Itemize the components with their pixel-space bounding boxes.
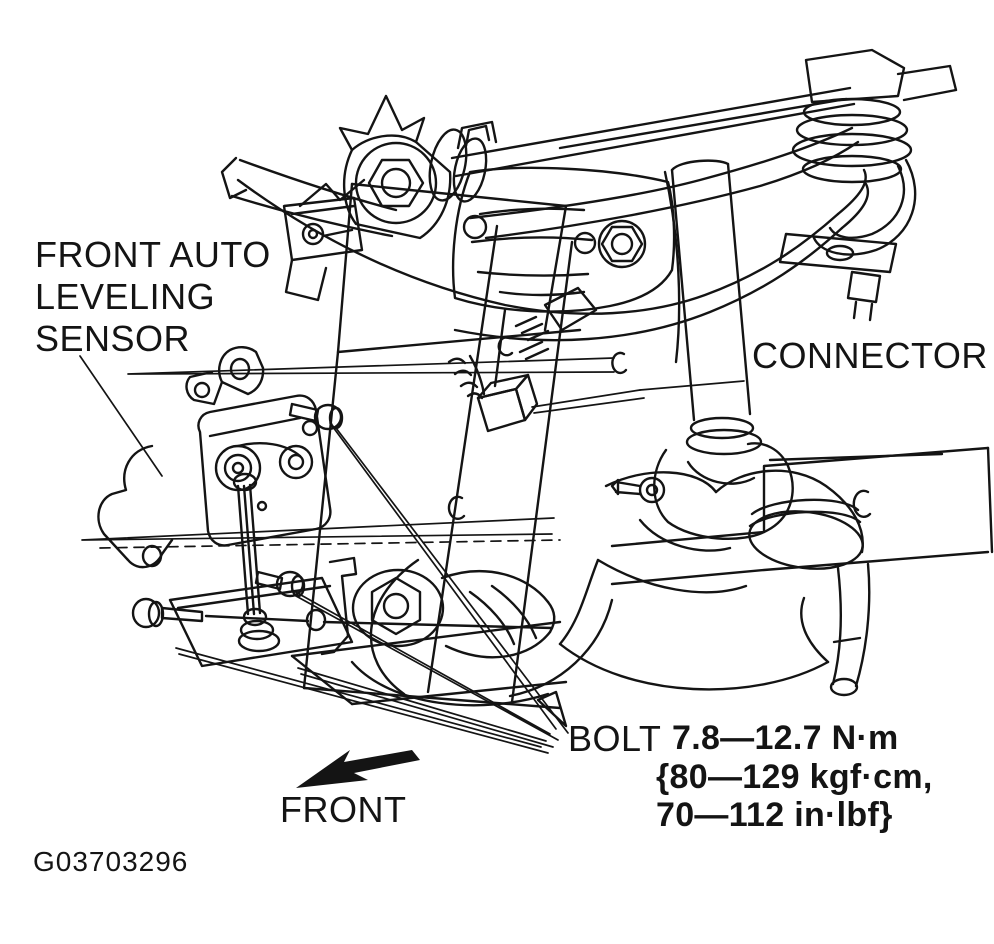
- pivot-bolt-icon: [354, 141, 438, 225]
- frame-hole-icon: [611, 351, 628, 375]
- front-arrow-icon: [296, 750, 420, 788]
- bolt-icon-middle: [254, 570, 306, 598]
- front-label: FRONT: [280, 789, 406, 830]
- bolt-leader-bracket: [297, 667, 554, 748]
- harness-clamp-icon: [543, 286, 598, 332]
- steering-knuckle-and-tie-rod: [558, 469, 871, 697]
- connector-leader-line: [639, 380, 745, 391]
- bolt-leader-lower: [175, 647, 549, 754]
- lower-arm-bushing: [350, 558, 614, 707]
- upper-control-arm: [338, 86, 860, 240]
- tie-rod-stud: [831, 566, 842, 686]
- bolt-leader-upper: [329, 422, 569, 734]
- sensor-label: FRONT AUTO LEVELING SENSOR: [35, 234, 271, 359]
- frame-hole-icon: [447, 495, 466, 521]
- sensor-lower-bracket: [168, 576, 354, 668]
- torque-spec-line3: 70—112 in·lbf}: [656, 796, 893, 834]
- harness-connector-box: [447, 315, 550, 433]
- sensor-label-line3: SENSOR: [35, 318, 190, 359]
- shock-absorber: [610, 159, 794, 540]
- figure-code: G03703296: [33, 846, 188, 877]
- bolt-icon-lower: [131, 597, 554, 630]
- sensor-lower-pointer: [81, 517, 555, 541]
- torque-spec-line2: {80—129 kgf·cm,: [656, 758, 933, 796]
- sensor-label-line2: LEVELING: [35, 276, 215, 317]
- torque-spec: 7.8—12.7 N·m {80—129 kgf·cm, 70—112 in·l…: [656, 719, 933, 834]
- bolt-arrowhead-icon: [536, 690, 568, 728]
- bolt-leader-middle: [291, 589, 559, 741]
- sensor-pivot-icon: [214, 444, 262, 492]
- upper-mount-assembly: [778, 48, 958, 322]
- engine-bracket-detail: [282, 166, 681, 364]
- front-direction-indicator: FRONT: [280, 750, 420, 830]
- mounting-bolts: [131, 402, 554, 630]
- harness-clip-icon: [497, 336, 514, 357]
- sensor-body: [197, 394, 332, 547]
- sensor-upper-pointer: [127, 357, 615, 375]
- frame-hole-icon: [852, 489, 872, 518]
- mount-bolt-icon: [638, 476, 666, 504]
- sensor-label-line1: FRONT AUTO: [35, 234, 271, 275]
- connector-label: CONNECTOR: [752, 335, 988, 376]
- bolt-label: BOLT: [568, 718, 661, 759]
- sensor-leader-line: [79, 355, 163, 477]
- sensor-link-rod: [236, 484, 250, 616]
- leader-lines: [79, 355, 745, 754]
- alignment-dashed-line: [99, 539, 561, 549]
- torque-spec-line1: 7.8—12.7 N·m: [672, 719, 899, 757]
- bolt-head-icon: [597, 219, 647, 269]
